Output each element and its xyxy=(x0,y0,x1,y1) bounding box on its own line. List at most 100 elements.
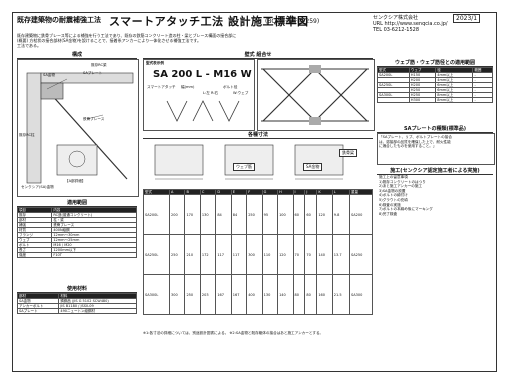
label-sa-plate: SAプレート xyxy=(83,71,103,75)
section-construction: 施工(センクシア認定施工者による実施) xyxy=(377,167,493,175)
intro-text: 既存建築物に鉄骨ブレース等による補強を行う工法であり、既存の鉄筋コンクリート造の… xyxy=(17,33,377,48)
label-a-detail: 【A部詳細】 xyxy=(65,179,86,183)
scope-cell: 強度 xyxy=(16,252,53,258)
footer-note: ※1:各寸法の詳細については、別途設計図書による。 ※2:SA金物と既存躯体の接… xyxy=(143,331,324,335)
type-designation-box xyxy=(143,59,255,131)
badge-sa: SA金物 xyxy=(303,163,323,171)
intro-line: 工法である。 xyxy=(17,43,41,48)
construction-note-line: 施工上の留意事項 xyxy=(379,175,408,179)
company-tel: TEL 03-6212-1528 xyxy=(373,27,420,33)
section-dimensions: 各種寸法 xyxy=(143,131,373,139)
dim-cell: 250 xyxy=(246,194,263,235)
dim-cell: 100 xyxy=(277,194,294,235)
section-sa-plate: SAプレートの種類(標準品) xyxy=(377,125,493,133)
dim-cell: 60 xyxy=(292,194,306,235)
dim-cell: 167 xyxy=(230,274,248,315)
dim-cell: 400 xyxy=(246,274,263,315)
construction-note-line: 6)検査の実施 xyxy=(379,202,401,207)
doc-number: 2023/1 xyxy=(453,14,481,23)
label-rc-column: 既存RC柱 xyxy=(19,133,35,137)
construction-note-line: 2)あと施工アンカーの施工 xyxy=(379,184,423,189)
type-label: W:ウェブ xyxy=(233,91,249,95)
dim-cell: SA300 xyxy=(348,274,374,315)
composition-svg xyxy=(26,72,134,184)
dim-cell: 70 xyxy=(292,234,306,275)
dim-cell: 170 xyxy=(184,194,201,235)
web-cell xyxy=(377,97,410,103)
dim-cell: 250 xyxy=(184,274,201,315)
construction-note-line: 7)ボルトの本締め後にマーキング xyxy=(379,207,433,212)
construction-note-line: 1)既存コンクリートのはつり xyxy=(379,179,426,184)
dim-cell: 203 xyxy=(199,274,217,315)
dim-cell: 9.8 xyxy=(331,194,350,235)
construction-notes: 施工上の留意事項 1)既存コンクリートのはつり 2)あと施工アンカーの施工 3)… xyxy=(379,175,491,216)
dim-cell: 200 xyxy=(168,194,186,235)
dim-cell: SA200 xyxy=(348,194,374,235)
web-cell: 8mm以上 xyxy=(435,97,474,103)
sa-plate-note-line: 「SAプレート、リブ、ボルトプレートの接合 xyxy=(379,135,452,139)
wall-combination-svg xyxy=(261,65,369,125)
intro-line: (概要) 方杖状の接合部材(SA金物)を設けることで、接着系アンカーにより一体化… xyxy=(17,38,201,43)
dim-cell: 210 xyxy=(184,234,201,275)
dim-cell: 130 xyxy=(199,194,217,235)
type-label: ボルト径 xyxy=(223,85,238,89)
dim-cell: 84 xyxy=(215,194,232,235)
dim-cell: 60 xyxy=(304,194,318,235)
company-url: URL http://www.senqcia.co.jp/ xyxy=(373,21,448,27)
dim-cell: 250 xyxy=(168,234,186,275)
section-materials: 使用材料 xyxy=(17,285,137,293)
sa-plate-note-box xyxy=(377,133,495,165)
company-name: センクシア株式会社 xyxy=(373,15,419,21)
section-web-table: ウェブ筋・ウェブ筋径との適用範囲 xyxy=(377,59,493,67)
section-scope: 適用範囲 xyxy=(17,199,137,207)
header-code: (BCJ-審査証明-259) xyxy=(265,18,320,25)
dim-cell: 70 xyxy=(304,234,318,275)
label-rc-beam: 既存RC梁 xyxy=(91,63,107,67)
dim-cell: 117 xyxy=(215,234,232,275)
composition-drawing xyxy=(17,59,139,197)
web-cell: H300 xyxy=(408,97,437,103)
type-label: L:左 R:右 xyxy=(203,91,219,95)
construction-note-line: 3)SA金物の設置 xyxy=(379,188,406,193)
type-code: SA 200 L - M16 W xyxy=(153,69,252,80)
type-shapes-svg xyxy=(166,100,240,122)
section-kabe: 壁式 組合せ xyxy=(143,51,373,59)
dim-cell: 80 xyxy=(292,274,306,315)
section-kosei: 構成 xyxy=(17,51,137,59)
dim-cell: SA250 xyxy=(348,234,374,275)
header-subtitle: 既存建築物の耐震補強工法 xyxy=(17,16,101,24)
dim-cell: 120 xyxy=(316,194,333,235)
dimension-drawings-svg xyxy=(154,144,344,180)
type-label: 幅(mm) xyxy=(181,85,195,89)
type-label: スマートアタッチ xyxy=(147,85,176,89)
sa-plate-note-line: は、溶接部の品質を確保した上で、耐火性能 xyxy=(379,139,451,144)
badge-beam: 鉄骨梁 xyxy=(339,149,357,157)
label-brace: 鉄骨ブレース xyxy=(83,117,105,121)
badge-web: ウェブ筋 xyxy=(233,163,255,171)
dim-cell: 300 xyxy=(168,274,186,315)
dim-cell: 80 xyxy=(304,274,318,315)
intro-line: 既存建築物に鉄骨ブレース等による補強を行う工法であり、既存の鉄筋コンクリート造の… xyxy=(17,33,237,38)
dim-cell: 300 xyxy=(246,234,263,275)
wall-combination-box xyxy=(257,59,375,131)
drawing-sheet: 既存建築物の耐震補強工法 スマートアタッチ工法 設計施工標準図 (BCJ-審査証… xyxy=(12,12,497,372)
dim-cell: 117 xyxy=(230,234,248,275)
dim-cell: SA250L xyxy=(143,234,170,275)
dim-cell: 172 xyxy=(199,234,217,275)
sa-plate-note: 「SAプレート、リブ、ボルトプレートの接合 は、溶接部の品質を確保した上で、耐火… xyxy=(379,135,491,149)
web-cell: - xyxy=(472,97,493,103)
dim-cell: SA300L xyxy=(143,274,170,315)
scope-cell: F10T xyxy=(51,252,137,258)
header-title: スマートアタッチ工法 設計施工標準図 xyxy=(109,15,309,28)
sa-plate-note-line: に適合したものを使用すること。」 xyxy=(379,144,437,149)
dim-cell: 13.7 xyxy=(331,234,350,275)
